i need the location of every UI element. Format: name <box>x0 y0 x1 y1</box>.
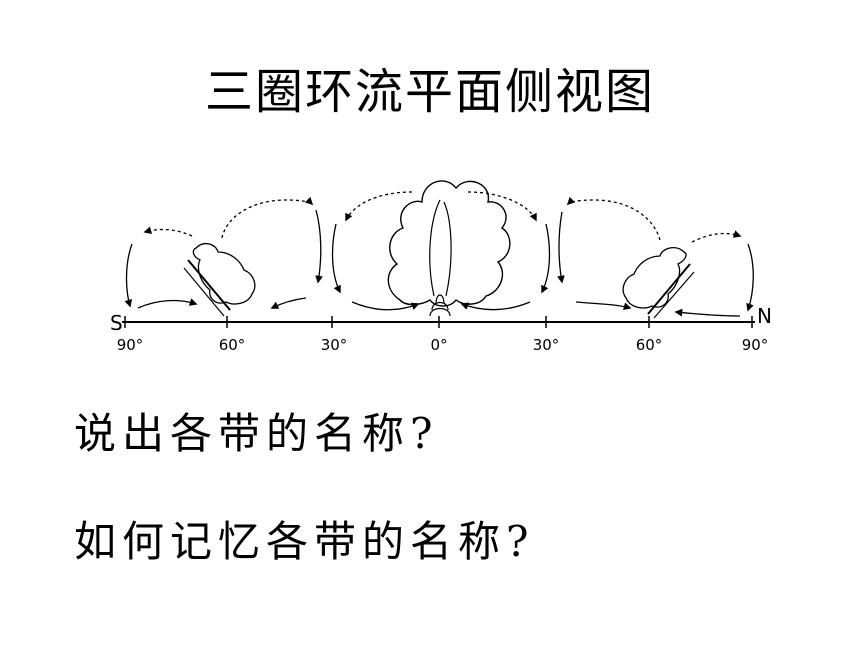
latitude-label-60n: 60° <box>636 336 663 354</box>
latitude-label-90n: 90° <box>742 336 769 354</box>
pole-label-south: S <box>110 311 123 335</box>
question-memorize-names: 如何记忆各带的名称? <box>74 517 535 566</box>
latitude-label-60s: 60° <box>219 336 246 354</box>
slide-title: 三圈环流平面侧视图 <box>204 64 655 120</box>
front-cloud-south <box>192 242 256 305</box>
latitude-label-0: 0° <box>430 336 447 354</box>
equatorial-cloud-base <box>429 294 451 317</box>
equatorial-rising-air <box>429 199 452 297</box>
question-zone-names: 说出各带的名称? <box>74 409 439 458</box>
latitude-label-30s: 30° <box>321 336 348 354</box>
latitude-label-30n: 30° <box>533 336 560 354</box>
circulation-arrows <box>124 191 754 317</box>
front-cloud-north <box>622 246 687 309</box>
latitude-label-90s: 90° <box>117 336 144 354</box>
front-line-south-2 <box>183 267 225 317</box>
circulation-diagram: S N 90° 60° 30° 0° 30° 60° 90° <box>110 180 772 354</box>
pole-label-north: N <box>757 304 772 328</box>
front-line-north-2 <box>653 271 695 319</box>
front-line-north <box>647 263 691 315</box>
latitude-ticks <box>124 316 753 328</box>
front-line-south <box>187 259 231 311</box>
equatorial-cloud <box>387 180 511 307</box>
